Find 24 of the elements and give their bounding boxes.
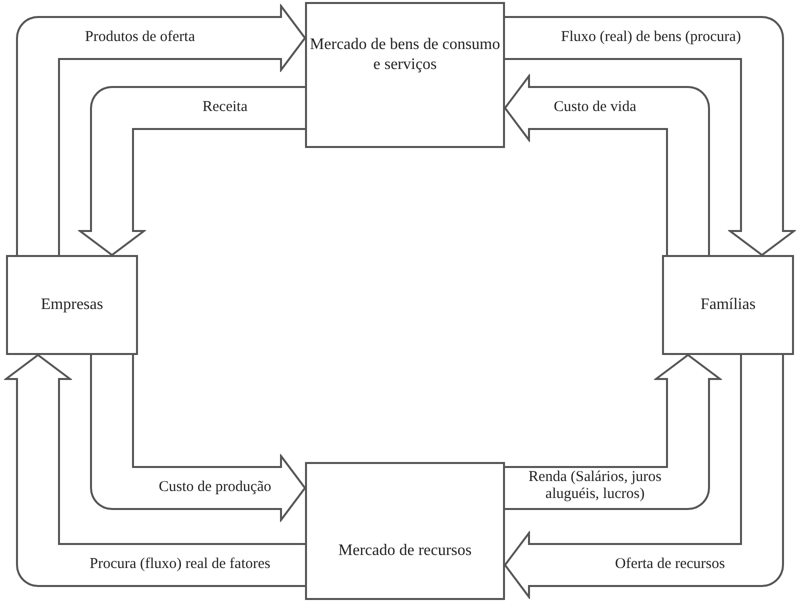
edge-label: Receita	[202, 99, 248, 116]
flow-arrow	[5, 354, 305, 587]
flow-box	[305, 2, 505, 148]
flow-box	[662, 255, 794, 355]
flow-arrow	[505, 354, 721, 510]
box-label: Empresas	[40, 295, 104, 315]
flow-arrow	[16, 5, 306, 255]
flow-box	[6, 255, 138, 355]
flow-arrow	[505, 16, 795, 256]
edge-label: Produtos de oferta	[84, 29, 196, 46]
edge-label: Oferta de recursos	[614, 556, 726, 573]
edge-label: Renda (Salários, juros aluguéis, lucros)	[528, 469, 662, 503]
edge-label: Custo de produção	[158, 479, 272, 496]
flow-arrow	[504, 355, 784, 598]
edge-label: Fluxo (real) de bens (procura)	[560, 29, 742, 46]
box-label: Famílias	[700, 295, 756, 315]
flow-arrow	[79, 86, 305, 256]
box-label: Mercado de recursos	[338, 541, 472, 561]
flow-box	[305, 462, 505, 600]
flow-arrow	[504, 75, 710, 255]
edge-label: Procura (fluxo) real de fatores	[88, 556, 272, 573]
box-label: Mercado de bens de consumo e serviços	[308, 35, 502, 75]
edge-label: Custo de vida	[552, 99, 638, 116]
flow-arrow	[90, 355, 306, 521]
